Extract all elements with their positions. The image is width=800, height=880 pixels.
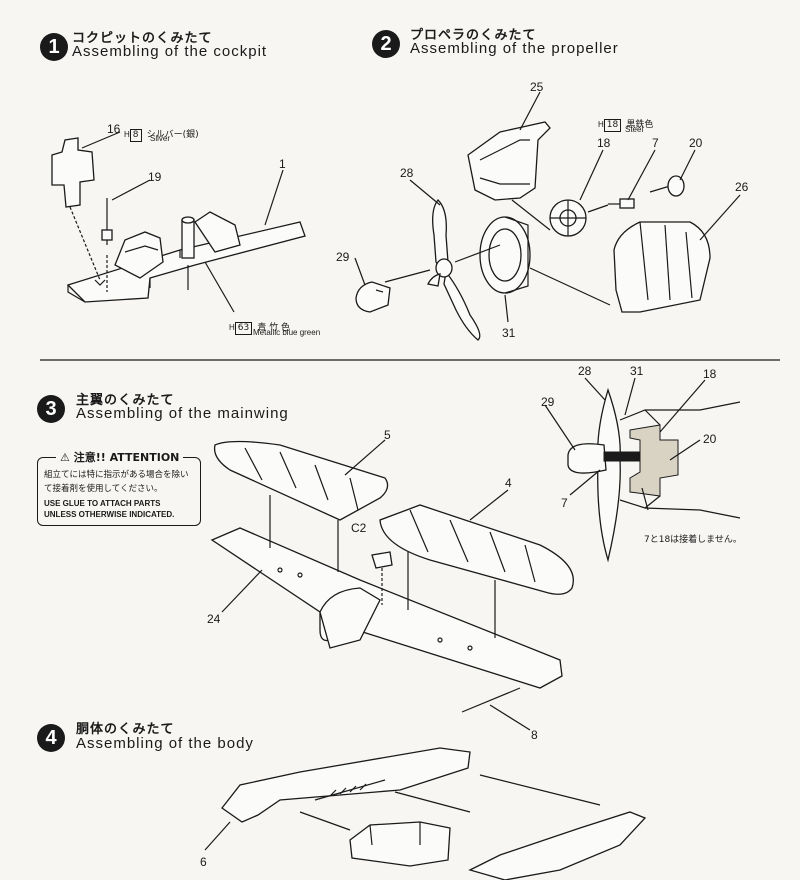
- upper-wing-part-5: [213, 440, 389, 521]
- engine-cowl-part-26: [613, 221, 711, 313]
- part-number-24: 24: [207, 612, 221, 626]
- part-number-6: 6: [200, 855, 207, 869]
- part-number-31: 31: [502, 326, 516, 340]
- detail-part-number-28: 28: [578, 364, 592, 378]
- step-3-title-jp: 主翼のくみたて: [76, 393, 175, 408]
- step-2-title-jp: プロペラのくみたて: [410, 28, 537, 43]
- fuselage-other-half: [468, 811, 647, 880]
- attention-text-en: USE GLUE TO ATTACH PARTS UNLESS OTHERWIS…: [44, 499, 175, 519]
- part-number-7: 7: [652, 136, 659, 150]
- upper-wing-part-4: [379, 504, 574, 595]
- attention-box: ⚠ 注意!! ATTENTION 組立てには特に指示がある場合を除いて接着剤を使…: [37, 449, 201, 526]
- color-prefix: H: [124, 130, 130, 139]
- part-number-8: 8: [531, 728, 538, 742]
- step-1-title-en: Assembling of the cockpit: [72, 43, 268, 60]
- part-number-28: 28: [400, 166, 414, 180]
- steel-color-en: Steel: [625, 125, 644, 134]
- part-number-1: 1: [279, 157, 286, 171]
- attention-title-text: 注意!! ATTENTION: [73, 451, 180, 464]
- instrument-panel: [194, 211, 241, 253]
- step-4-title-en: Assembling of the body: [76, 735, 254, 752]
- step-1-title-jp: コクピットのくみたて: [72, 31, 213, 46]
- color-code-box: 8: [129, 129, 142, 142]
- color-prefix: H: [229, 323, 235, 332]
- part-number-16: 16: [107, 122, 121, 136]
- detail-part-number-18: 18: [703, 367, 717, 381]
- part-number-c2: C2: [351, 521, 367, 535]
- part-number-4: 4: [505, 476, 512, 490]
- shaft-part-20: [649, 175, 685, 197]
- step-2-title-en: Assembling of the propeller: [410, 40, 619, 57]
- silver-color-en: Silver: [150, 134, 171, 143]
- step-number-3: 3: [37, 395, 65, 423]
- detail-part-number-7: 7: [561, 496, 568, 510]
- part-number-18: 18: [597, 136, 611, 150]
- cockpit-cylinder: [181, 216, 195, 290]
- lower-wing-part-24: [210, 527, 563, 689]
- color-code-box: 18: [603, 119, 622, 132]
- part-c2: [371, 551, 393, 605]
- step-3-title-en: Assembling of the mainwing: [76, 405, 289, 422]
- part-number-5: 5: [384, 428, 391, 442]
- warning-icon: ⚠: [60, 451, 70, 464]
- silver-color-jp: シルバー(銀): [146, 130, 199, 140]
- detail-part-number-31: 31: [630, 364, 644, 378]
- part-number-25: 25: [530, 80, 544, 94]
- steel-color-jp: 黒鉄色: [626, 120, 654, 130]
- metallic-blue-green-jp: 青 竹 色: [257, 323, 291, 333]
- color-prefix: H: [598, 120, 604, 129]
- part-number-29: 29: [336, 250, 350, 264]
- attention-text-jp: 組立てには特に指示がある場合を除いて接着剤を使用してください。: [44, 470, 189, 494]
- propeller-section-detail: [567, 387, 741, 563]
- part-number-19: 19: [148, 170, 162, 184]
- step-number-4: 4: [37, 724, 65, 752]
- part-number-26: 26: [735, 180, 749, 194]
- step-4-title-jp: 胴体のくみたて: [76, 722, 175, 737]
- pin-part-8: [461, 687, 521, 713]
- propeller-blades-part-28: [427, 199, 481, 341]
- cockpit-seat: [114, 231, 164, 279]
- spinner-cap-part-29: [355, 281, 391, 313]
- detail-part-number-20: 20: [703, 432, 717, 446]
- metallic-blue-green-en: Metallic blue green: [253, 328, 321, 337]
- detail-note: 7と18は接着しません。: [644, 535, 742, 545]
- pin-part-7: [608, 198, 635, 209]
- fuselage-half-part-6: [221, 747, 471, 823]
- cockpit-tub: [349, 821, 451, 867]
- detail-part-number-29: 29: [541, 395, 555, 409]
- color-code-box: 63: [234, 322, 253, 335]
- rudder-pedal-part-16: [51, 137, 106, 286]
- attention-title: ⚠ 注意!! ATTENTION: [56, 449, 184, 465]
- spinner-half-part-25: [467, 121, 551, 201]
- control-stick-part-19: [101, 198, 113, 292]
- step-number-2: 2: [372, 30, 400, 58]
- step-number-1: 1: [40, 33, 68, 61]
- part-number-20: 20: [689, 136, 703, 150]
- hub-ring-part-31: [479, 216, 531, 294]
- propeller-gear-part-18: [549, 199, 587, 237]
